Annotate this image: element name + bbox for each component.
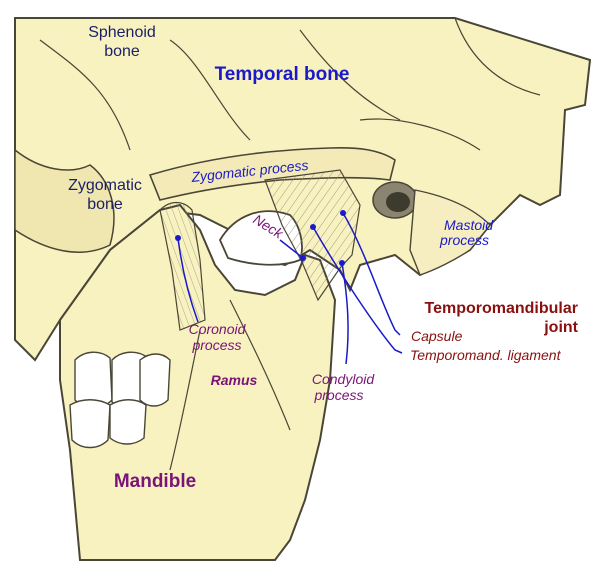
- bone-contours: [39, 17, 541, 471]
- label-sphenoid-2: bone: [104, 43, 140, 60]
- label-mastoid-2: process: [439, 232, 489, 248]
- label-ramus: Ramus: [211, 372, 258, 388]
- label-sphenoid-1: Sphenoid: [88, 24, 156, 41]
- leader-condyloid: [341, 262, 349, 365]
- mastoid-outline: [409, 189, 491, 276]
- label-zygomatic-1: Zygomatic: [68, 177, 142, 194]
- leader-ligament: [312, 226, 403, 354]
- leader-coronoid: [177, 237, 199, 323]
- label-tmj-2: joint: [543, 319, 578, 336]
- label-mastoid-1: Mastoid: [444, 217, 494, 233]
- meatus-inner: [386, 192, 410, 212]
- label-mandible: Mandible: [114, 471, 196, 492]
- label-capsule: Capsule: [411, 328, 463, 344]
- label-coronoid-1: Coronoid: [189, 321, 247, 337]
- label-condyloid-1: Condyloid: [312, 371, 375, 387]
- label-temporal-bone: Temporal bone: [215, 64, 350, 85]
- orbit-edge: [14, 148, 115, 253]
- leader-lines: [177, 212, 403, 365]
- leader-neck: [279, 239, 304, 259]
- zygomatic-arch: [148, 147, 396, 201]
- label-ligament: Temporomand. ligament: [410, 347, 562, 363]
- tmj-capsule-fibers: [264, 169, 361, 302]
- teeth: [69, 351, 171, 449]
- label-coronoid-2: process: [191, 337, 241, 353]
- label-zygomatic-2: bone: [87, 196, 123, 213]
- label-tmj-1: Temporomandibular: [425, 300, 579, 317]
- leader-dots: [175, 210, 346, 266]
- leader-capsule: [342, 212, 401, 336]
- label-condyloid-2: process: [313, 387, 363, 403]
